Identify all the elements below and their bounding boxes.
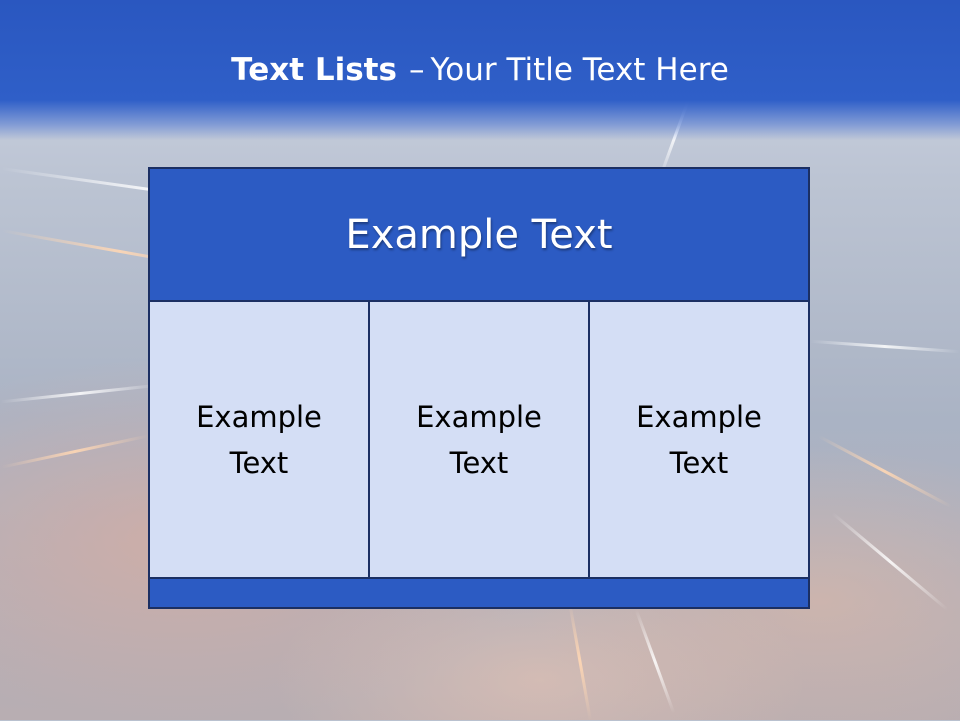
panel-cell: Example Text xyxy=(370,302,588,577)
panel-cells: Example Text Example Text Example Text xyxy=(150,302,808,577)
panel-cell: Example Text xyxy=(590,302,808,577)
light-streak xyxy=(0,383,160,404)
light-streak xyxy=(568,602,592,721)
light-streak xyxy=(810,339,960,354)
slide-title-rest: Your Title Text Here xyxy=(430,52,729,88)
panel-cell-line2: Text xyxy=(229,445,289,480)
light-streak xyxy=(634,609,676,714)
light-streak xyxy=(831,512,949,611)
panel-cell: Example Text xyxy=(150,302,368,577)
panel-cell-line1: Example xyxy=(196,399,322,434)
panel-cell-line1: Example xyxy=(416,399,542,434)
panel-header-text: Example Text xyxy=(345,211,613,258)
panel-cell-line1: Example xyxy=(636,399,762,434)
panel-cell-line2: Text xyxy=(449,445,509,480)
panel-header: Example Text xyxy=(150,169,808,300)
slide-title: Text Lists–Your Title Text Here xyxy=(0,52,960,88)
panel-footer-bar xyxy=(150,579,808,607)
light-streak xyxy=(1,434,149,469)
text-list-panel: Example Text Example Text Example Text E… xyxy=(148,167,810,609)
slide-title-bold: Text Lists xyxy=(231,52,397,88)
title-bar xyxy=(0,0,960,140)
panel-cell-line2: Text xyxy=(669,445,729,480)
light-streak xyxy=(818,434,952,509)
slide-title-separator: – xyxy=(408,52,425,88)
